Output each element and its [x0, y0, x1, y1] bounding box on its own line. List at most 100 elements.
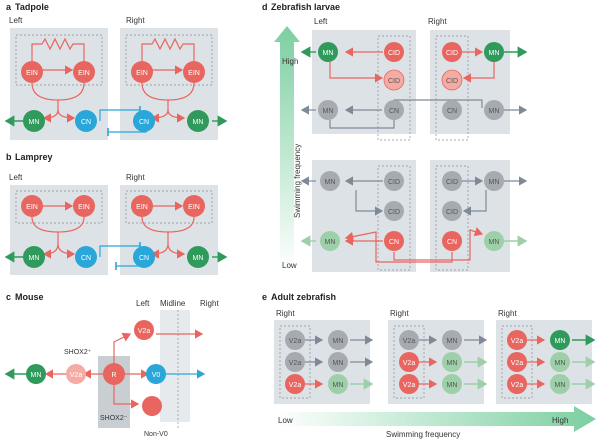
- panel-d-high: High: [282, 57, 298, 66]
- panel-b-letter: b: [6, 152, 12, 162]
- svg-text:MN: MN: [325, 179, 336, 186]
- svg-text:CN: CN: [81, 255, 91, 262]
- panel-c-shox2-minus: SHOX2⁻: [100, 415, 128, 422]
- panel-b-right-cn: CN: [133, 246, 155, 268]
- panel-b: b Lamprey Left Right EIN EIN EIN EIN MN …: [4, 152, 228, 275]
- panel-d-low-left-cid-1: CID: [384, 171, 404, 191]
- panel-c-midline-label: Midline: [160, 299, 186, 308]
- svg-text:EIN: EIN: [26, 204, 38, 211]
- panel-b-left-ein-1: EIN: [21, 195, 43, 217]
- svg-text:MN: MN: [447, 382, 458, 389]
- panel-a-left-ein-2: EIN: [73, 61, 95, 83]
- panel-d-low: Low: [282, 261, 297, 270]
- svg-text:MN: MN: [333, 360, 344, 367]
- svg-text:CN: CN: [81, 119, 91, 126]
- panel-d-high-left-cn: CN: [384, 100, 404, 120]
- panel-d-low-right-cid-1: CID: [442, 171, 462, 191]
- panel-c-v0d: V0: [146, 364, 166, 384]
- panel-e-frequency-arrow: [274, 406, 596, 432]
- svg-text:R: R: [111, 372, 116, 379]
- panel-a-right-cn: CN: [133, 110, 155, 132]
- svg-text:CID: CID: [388, 209, 400, 216]
- panel-d-high-left-cid-1: CID: [384, 42, 404, 62]
- panel-d-high-right-mn-2: MN: [484, 100, 504, 120]
- panel-e-1-mn-2: MN: [328, 352, 348, 372]
- panel-e-3-v2a-1: V2a: [507, 330, 527, 350]
- panel-a-title: Tadpole: [15, 2, 49, 12]
- svg-text:MN: MN: [489, 50, 500, 57]
- svg-text:V2a: V2a: [289, 360, 302, 367]
- panel-d: d Zebrafish larvae Left Right High Low S…: [262, 2, 528, 272]
- svg-text:CN: CN: [447, 108, 457, 115]
- svg-text:CN: CN: [389, 239, 399, 246]
- panel-e-right-label-3: Right: [498, 309, 517, 318]
- panel-c-v2a-left: V2a: [66, 364, 86, 384]
- panel-b-left-cn: CN: [75, 246, 97, 268]
- panel-e-2-v2a-1: V2a: [399, 330, 419, 350]
- svg-text:MN: MN: [447, 338, 458, 345]
- svg-text:MN: MN: [29, 119, 40, 126]
- panel-d-low-right-mn-2: MN: [484, 231, 504, 251]
- svg-text:CID: CID: [446, 179, 458, 186]
- panel-e-high: High: [552, 416, 568, 425]
- svg-text:V2a: V2a: [403, 338, 416, 345]
- svg-text:MN: MN: [555, 360, 566, 367]
- svg-text:CID: CID: [446, 50, 458, 57]
- panel-c-right-label: Right: [200, 299, 219, 308]
- panel-a-right-label: Right: [126, 16, 145, 25]
- svg-text:CN: CN: [139, 255, 149, 262]
- panel-c-title: Mouse: [15, 292, 44, 302]
- panel-b-left-mn: MN: [23, 246, 45, 268]
- svg-text:MN: MN: [333, 338, 344, 345]
- svg-text:MN: MN: [193, 119, 204, 126]
- panel-a-left-cn: CN: [75, 110, 97, 132]
- panel-a-right-ein-1: EIN: [131, 61, 153, 83]
- panel-e-title: Adult zebrafish: [271, 292, 336, 302]
- panel-c-letter: c: [6, 292, 11, 302]
- svg-text:CID: CID: [446, 78, 458, 85]
- panel-e-3-mn-3: MN: [550, 374, 570, 394]
- svg-text:V2a: V2a: [511, 338, 524, 345]
- panel-d-letter: d: [262, 2, 268, 12]
- panel-c-non-v0: Non-V0: [144, 431, 168, 438]
- panel-e-2-v2a-3: V2a: [399, 374, 419, 394]
- svg-text:EIN: EIN: [188, 70, 200, 77]
- panel-e: e Adult zebrafish Right Right Right V2a …: [262, 292, 596, 439]
- svg-text:V2a: V2a: [511, 360, 524, 367]
- panel-e-3-v2a-3: V2a: [507, 374, 527, 394]
- panel-d-high-left-mn-2: MN: [318, 100, 338, 120]
- svg-text:V2a: V2a: [70, 372, 83, 379]
- panel-d-high-left-cid-2: CID: [383, 69, 405, 91]
- panel-d-high-right-mn: MN: [484, 42, 504, 62]
- panel-d-left-label: Left: [314, 17, 328, 26]
- svg-text:CN: CN: [389, 108, 399, 115]
- panel-e-1-mn-1: MN: [328, 330, 348, 350]
- panel-e-2-v2a-2: V2a: [399, 352, 419, 372]
- panel-d-title: Zebrafish larvae: [271, 2, 340, 12]
- svg-text:V2a: V2a: [138, 328, 151, 335]
- svg-text:EIN: EIN: [78, 70, 90, 77]
- panel-c-left-label: Left: [136, 299, 150, 308]
- svg-text:EIN: EIN: [136, 204, 148, 211]
- panel-d-low-left-cid-2: CID: [384, 201, 404, 221]
- panel-b-left-ein-2: EIN: [73, 195, 95, 217]
- panel-e-3-mn-1: MN: [550, 330, 570, 350]
- panel-d-low-left-cn: CN: [384, 231, 404, 251]
- panel-a-right-coupling: [141, 37, 195, 64]
- svg-text:V2a: V2a: [289, 338, 302, 345]
- panel-a-left-label: Left: [9, 16, 23, 25]
- panel-e-right-label-2: Right: [390, 309, 409, 318]
- svg-text:V2a: V2a: [511, 382, 524, 389]
- panel-c-midline-band: [160, 310, 190, 422]
- svg-text:CID: CID: [388, 78, 400, 85]
- panel-d-high-right-cid-2: CID: [441, 69, 463, 91]
- svg-text:CN: CN: [447, 239, 457, 246]
- panel-b-right-ein-2: EIN: [183, 195, 205, 217]
- panel-c-non-v0-node: [142, 396, 162, 416]
- svg-text:CID: CID: [388, 50, 400, 57]
- panel-e-2-mn-3: MN: [442, 374, 462, 394]
- svg-text:CID: CID: [446, 209, 458, 216]
- panel-e-3-mn-2: MN: [550, 352, 570, 372]
- svg-text:EIN: EIN: [136, 70, 148, 77]
